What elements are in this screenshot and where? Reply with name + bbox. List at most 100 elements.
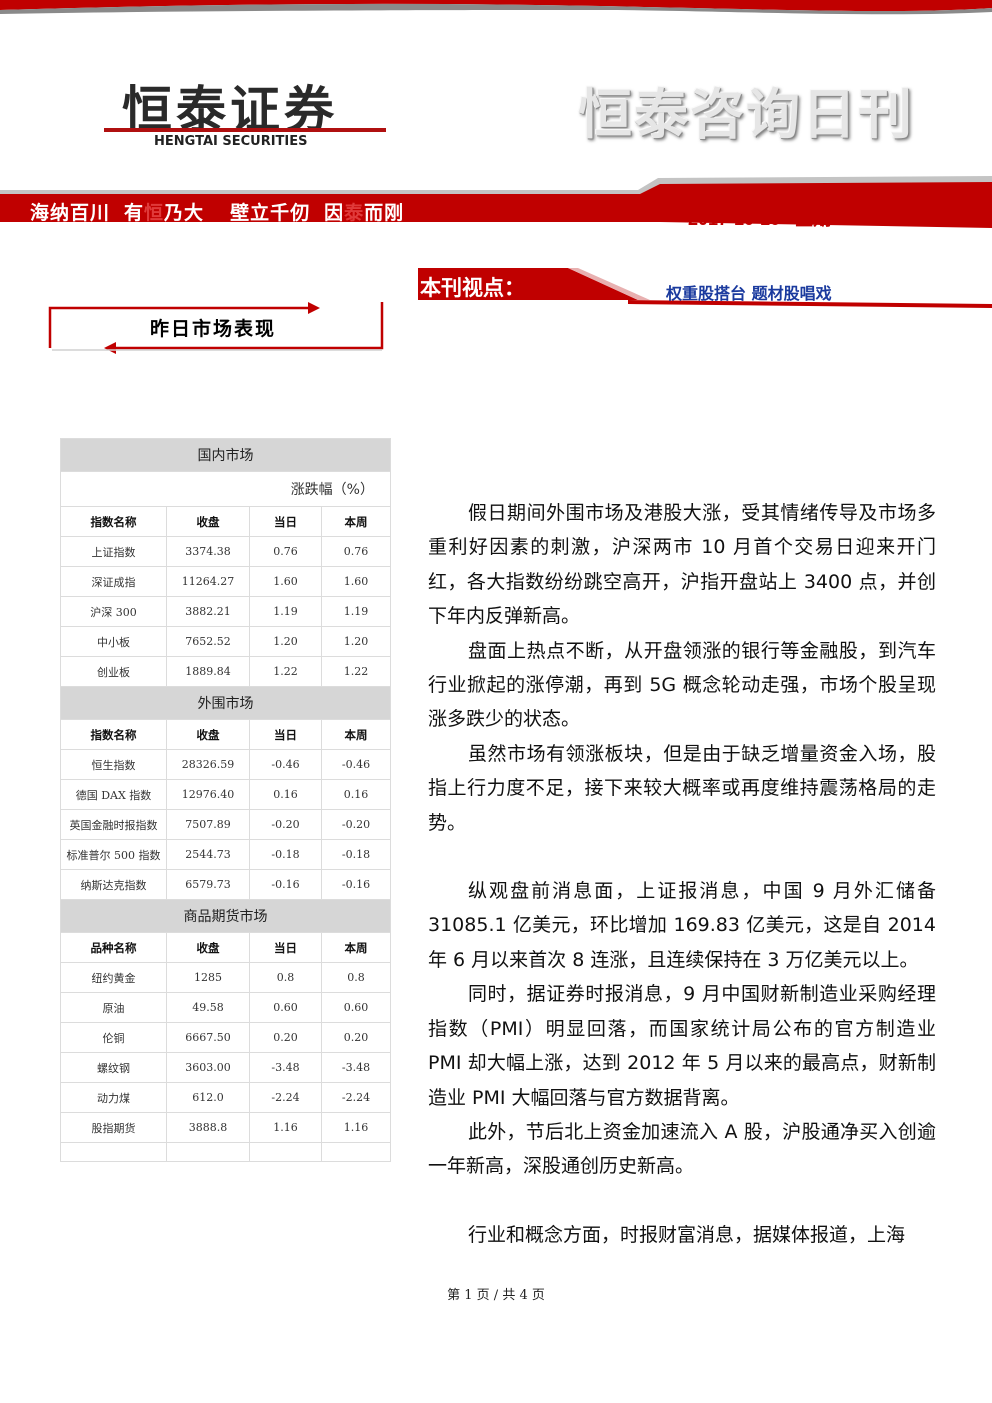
index-name: 中小板 — [60, 626, 167, 657]
commodity-week-change: 0.8 — [321, 962, 391, 993]
commodity-close: 6667.50 — [166, 1022, 250, 1053]
commodity-name: 伦铜 — [60, 1022, 167, 1053]
index-week-change: 1.22 — [321, 656, 391, 687]
commodity-day-change: 0.60 — [249, 992, 322, 1023]
slogan-phrase-2c: 乃大 — [164, 202, 205, 224]
column-header-name: 指数名称 — [60, 719, 167, 750]
commodity-name: 纽约黄金 — [60, 962, 167, 993]
index-name: 沪深 300 — [60, 596, 167, 627]
slogan-phrase-2a: 有 — [124, 202, 145, 224]
article-paragraph: 盘面上热点不断，从开盘领涨的银行等金融股，到汽车行业掀起的涨停潮，再到 5G 概… — [428, 639, 936, 731]
index-day-change: 1.60 — [249, 566, 322, 597]
index-day-change: -0.46 — [249, 749, 322, 780]
column-header-day: 当日 — [249, 719, 322, 750]
article-paragraph: 纵观盘前消息面，上证报消息，中国 9 月外汇储备 31085.1 亿美元，环比增… — [428, 880, 936, 971]
index-close: 7652.52 — [166, 626, 250, 657]
index-week-change: 1.20 — [321, 626, 391, 657]
commodity-close: 612.0 — [166, 1082, 250, 1113]
commodity-week-change: -3.48 — [321, 1052, 391, 1083]
slogan-phrase-4a: 因 — [324, 202, 345, 224]
top-red-bar — [0, 0, 992, 15]
futures-market-title: 商品期货市场 — [60, 899, 391, 933]
commodity-day-change: 1.16 — [249, 1112, 322, 1143]
column-header-week: 本周 — [321, 932, 391, 963]
article-paragraph: 此外，节后北上资金加速流入 A 股，沪股通净买入创逾一年新高，深股通创历史新高。 — [428, 1120, 936, 1178]
logo-underline — [104, 128, 386, 132]
commodity-day-change: 0.20 — [249, 1022, 322, 1053]
issue-date: 2017-10-10 星期二 — [688, 205, 849, 231]
commodity-week-change: 1.16 — [321, 1112, 391, 1143]
index-close: 3374.38 — [166, 536, 250, 567]
index-week-change: 1.60 — [321, 566, 391, 597]
index-day-change: 0.76 — [249, 536, 322, 567]
change-unit-label: 涨跌幅（%） — [60, 471, 391, 507]
column-header-week: 本周 — [321, 506, 391, 537]
article-paragraph: 同时，据证券时报消息，9 月中国财新制造业采购经理指数（PMI）明显回落，而国家… — [428, 983, 936, 1109]
commodity-name: 原油 — [60, 992, 167, 1023]
index-name: 德国 DAX 指数 — [60, 779, 167, 810]
logo-english-name: HENGTAI SECURITIES — [154, 134, 308, 149]
page-number-footer: 第 1 页 / 共 4 页 — [447, 1288, 545, 1303]
index-close: 3882.21 — [166, 596, 250, 627]
index-week-change: 1.19 — [321, 596, 391, 627]
index-week-change: -0.16 — [321, 869, 391, 900]
commodity-name: 螺纹钢 — [60, 1052, 167, 1083]
section-header-row: 商品期货市场 — [60, 899, 391, 933]
foreign-market-title: 外围市场 — [60, 686, 391, 720]
section-header-row: 国内市场 — [60, 438, 391, 472]
commodity-name: 动力煤 — [60, 1082, 167, 1113]
index-close: 1889.84 — [166, 656, 250, 687]
column-header-row: 指数名称 收盘 当日 本周 — [60, 719, 391, 750]
column-header-close: 收盘 — [166, 932, 250, 963]
index-close: 11264.27 — [166, 566, 250, 597]
index-week-change: -0.18 — [321, 839, 391, 870]
index-close: 12976.40 — [166, 779, 250, 810]
index-close: 28326.59 — [166, 749, 250, 780]
domestic-market-title: 国内市场 — [60, 438, 391, 472]
index-name: 标准普尔 500 指数 — [60, 839, 167, 870]
slogan-text: 海纳百川有恒乃大壁立千仞因泰而刚 — [30, 198, 404, 225]
unit-row: 涨跌幅（%） — [60, 471, 391, 507]
column-header-row: 指数名称 收盘 当日 本周 — [60, 506, 391, 537]
commodity-day-change: -2.24 — [249, 1082, 322, 1113]
company-logo: 恒泰证券 HENGTAI SECURITIES — [104, 70, 394, 160]
index-name: 纳斯达克指数 — [60, 869, 167, 900]
section-header-row: 外围市场 — [60, 686, 391, 720]
viewpoint-bar — [418, 268, 992, 308]
index-close: 2544.73 — [166, 839, 250, 870]
column-header-day: 当日 — [249, 506, 322, 537]
index-week-change: 0.76 — [321, 536, 391, 567]
section-title-frame — [48, 302, 384, 354]
viewpoint-label: 本刊视点： — [420, 276, 525, 300]
index-close: 7507.89 — [166, 809, 250, 840]
slogan-phrase-1: 海纳百川 — [30, 202, 111, 224]
column-header-name: 品种名称 — [60, 932, 167, 963]
index-week-change: -0.46 — [321, 749, 391, 780]
slogan-phrase-4c: 而刚 — [364, 202, 405, 224]
slogan-highlight-heng: 恒 — [144, 202, 165, 224]
index-close: 6579.73 — [166, 869, 250, 900]
index-name: 创业板 — [60, 656, 167, 687]
yesterday-market-title: 昨日市场表现 — [150, 318, 277, 340]
index-day-change: 1.20 — [249, 626, 322, 657]
index-day-change: -0.20 — [249, 809, 322, 840]
commodity-week-change: 0.20 — [321, 1022, 391, 1053]
index-week-change: 0.16 — [321, 779, 391, 810]
commodity-name: 股指期货 — [60, 1112, 167, 1143]
article-paragraph: 假日期间外围市场及港股大涨，受其情绪传导及市场多重利好因素的刺激，沪深两市 10… — [428, 502, 936, 628]
